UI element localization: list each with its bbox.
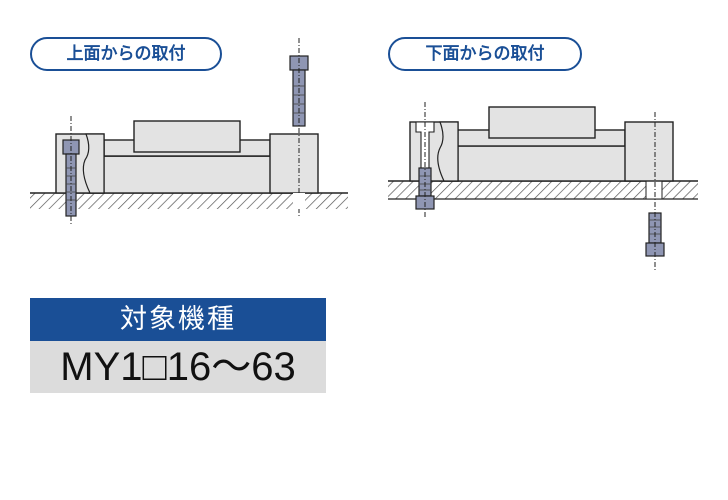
label-top-mounting: 上面からの取付 (30, 37, 222, 71)
bottom-left-bolt (415, 102, 435, 218)
applicable-models-value: MY1□16～63 (30, 341, 326, 393)
top-left-bolt (62, 116, 80, 226)
bottom-mount-diagram (388, 102, 698, 272)
top-cylinder-body (55, 120, 319, 194)
top-right-bolt (289, 38, 309, 216)
mounting-diagrams (30, 38, 698, 272)
top-mount-diagram (30, 38, 348, 226)
bottom-right-bolt (645, 112, 665, 272)
applicable-models-table: 対象機種 MY1□16～63 (30, 298, 326, 393)
applicable-models-header: 対象機種 (30, 298, 326, 341)
label-bottom-mounting: 下面からの取付 (388, 37, 582, 71)
